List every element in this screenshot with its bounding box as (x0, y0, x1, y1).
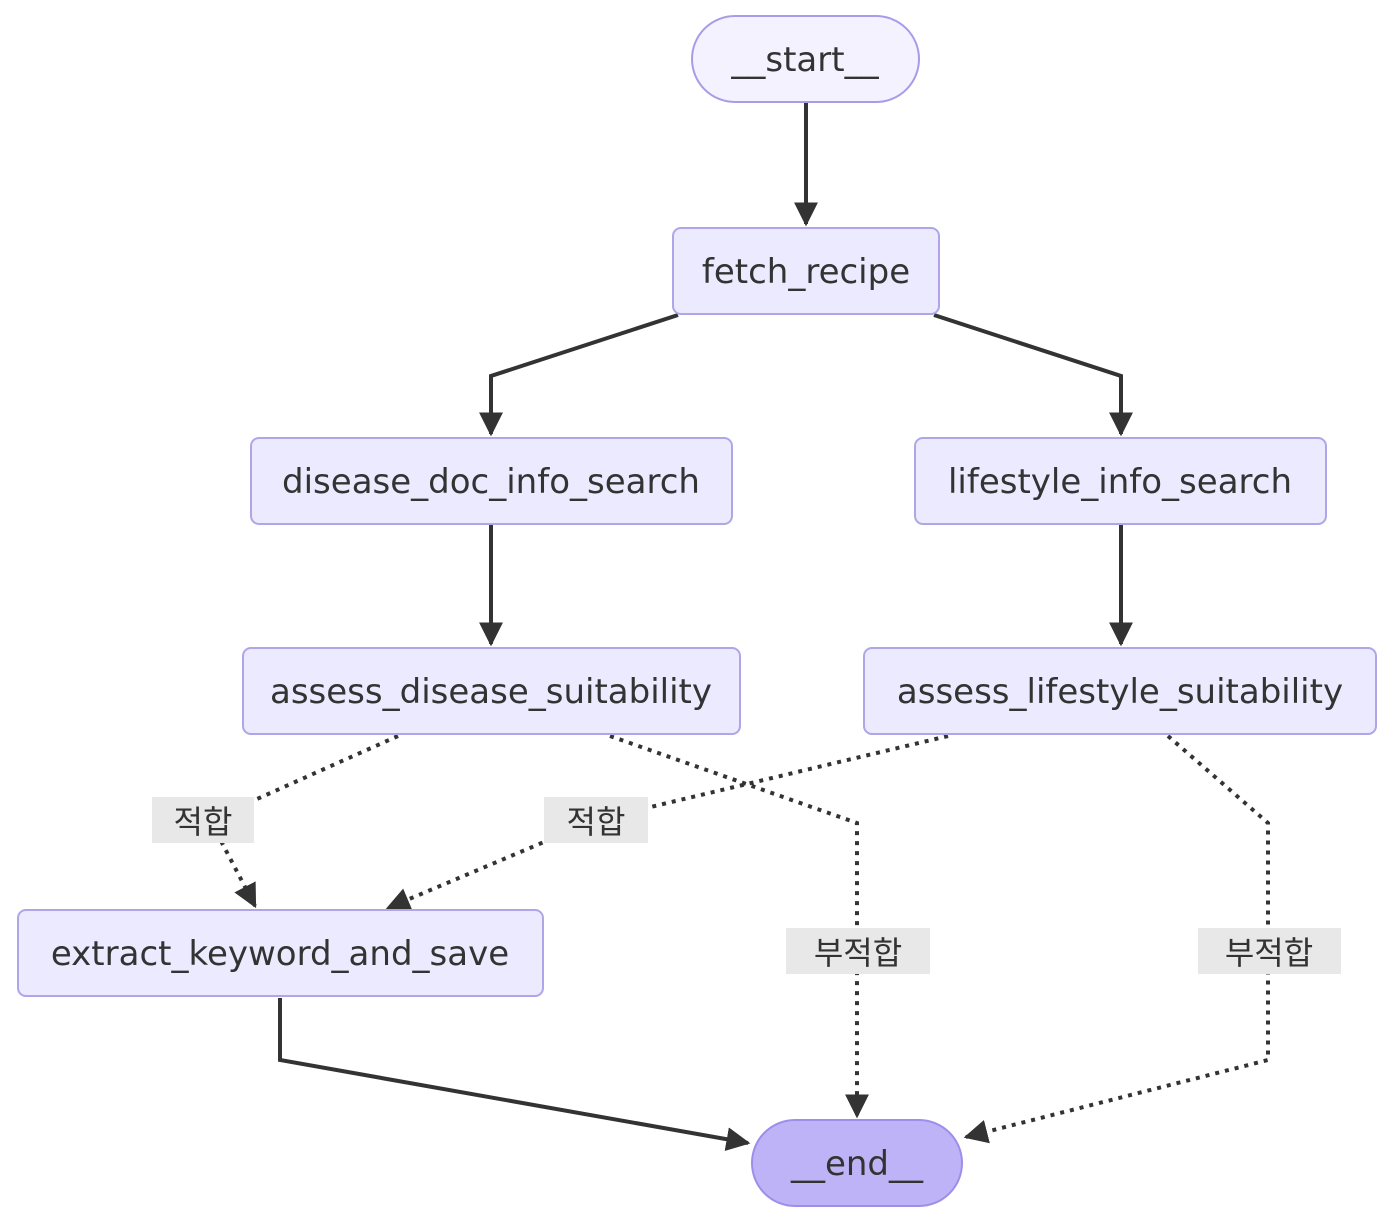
edge-fetch-recipe-to-disease-doc-info-search (479, 313, 679, 437)
label-bg (152, 797, 254, 843)
edge-fetch-recipe-to-lifestyle-info-search (933, 313, 1133, 437)
node-end[interactable]: __end__ (751, 1119, 963, 1207)
label-lifestyle-suitable-text: 적합 (567, 803, 626, 841)
node-assess-lifestyle-suitability[interactable]: assess_lifestyle_suitability (863, 647, 1377, 735)
label-disease-unsuitable: 부적합 (786, 928, 930, 974)
label-bg (786, 928, 930, 974)
node-assess-disease-suitability-label: assess_disease_suitability (270, 672, 712, 712)
nodes: __start__ fetch_recipe disease_doc_info_… (17, 15, 1377, 1207)
node-start[interactable]: __start__ (691, 15, 920, 103)
edge-assess-lifestyle-to-extract-keyword (385, 734, 949, 911)
node-disease-doc-info-search-label: disease_doc_info_search (282, 462, 700, 502)
node-assess-disease-suitability[interactable]: assess_disease_suitability (242, 647, 741, 735)
edge-extract-keyword-to-end (278, 998, 751, 1152)
label-disease-suitable-text: 적합 (174, 803, 233, 841)
label-bg (1198, 928, 1341, 974)
label-disease-unsuitable-text: 부적합 (814, 934, 902, 972)
node-disease-doc-info-search[interactable]: disease_doc_info_search (250, 437, 733, 525)
label-lifestyle-unsuitable-text: 부적합 (1225, 934, 1313, 972)
label-lifestyle-unsuitable: 부적합 (1198, 928, 1341, 974)
node-fetch-recipe[interactable]: fetch_recipe (672, 227, 940, 315)
label-bg (544, 797, 648, 843)
node-end-label: __end__ (790, 1144, 924, 1184)
node-extract-keyword-and-save[interactable]: extract_keyword_and_save (17, 909, 544, 997)
edge-assess-disease-to-extract-keyword (207, 734, 399, 909)
node-fetch-recipe-label: fetch_recipe (702, 252, 910, 292)
node-start-label: __start__ (730, 40, 879, 80)
node-assess-lifestyle-suitability-label: assess_lifestyle_suitability (897, 672, 1343, 712)
label-disease-suitable: 적합 (152, 797, 254, 843)
edge-assess-disease-to-end (609, 734, 869, 1119)
node-lifestyle-info-search[interactable]: lifestyle_info_search (914, 437, 1327, 525)
label-lifestyle-suitable: 적합 (544, 797, 648, 843)
node-lifestyle-info-search-label: lifestyle_info_search (948, 462, 1292, 502)
edge-labels: 적합 적합 부적합 부적합 (152, 797, 1341, 974)
node-extract-keyword-and-save-label: extract_keyword_and_save (51, 934, 509, 974)
